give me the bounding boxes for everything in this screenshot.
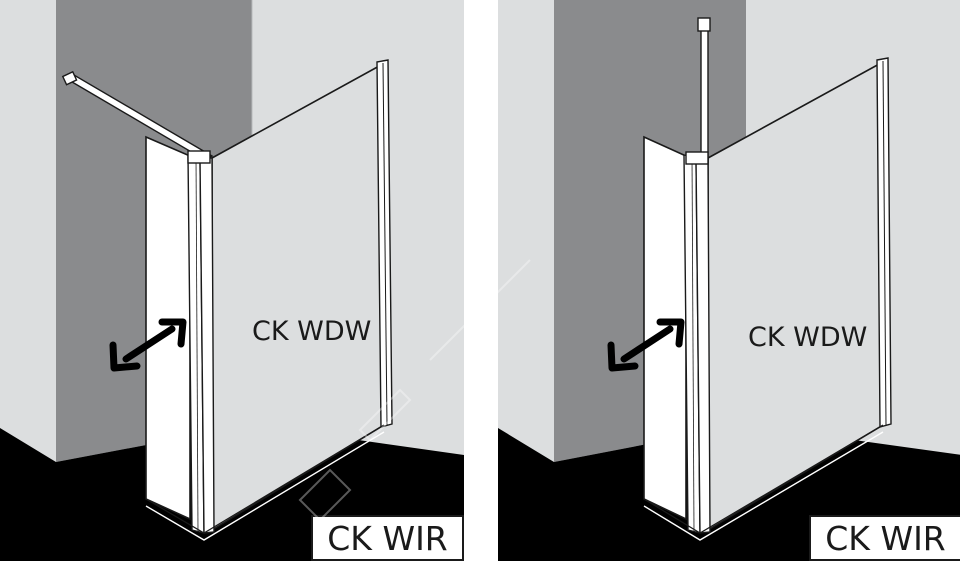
wall-panel-label: CK WDW [748,322,868,353]
glass-panel-small [643,135,687,521]
product-label-box: CK WIR [809,515,960,561]
product-label: CK WIR [327,518,448,558]
diagram-panel-left: CK WDW CK WIR [0,0,464,561]
diagram-panel-right: CK WDW CK WIR [498,0,960,561]
product-label: CK WIR [825,518,946,558]
shower-illustration-right [498,0,960,561]
product-label-box: CK WIR [311,515,464,561]
ceiling-support-bar [700,25,709,163]
shower-illustration-left [0,0,464,561]
double-headed-arrow-icon [607,318,685,372]
wall-panel-label: CK WDW [252,316,372,347]
double-headed-arrow-icon [109,318,187,372]
